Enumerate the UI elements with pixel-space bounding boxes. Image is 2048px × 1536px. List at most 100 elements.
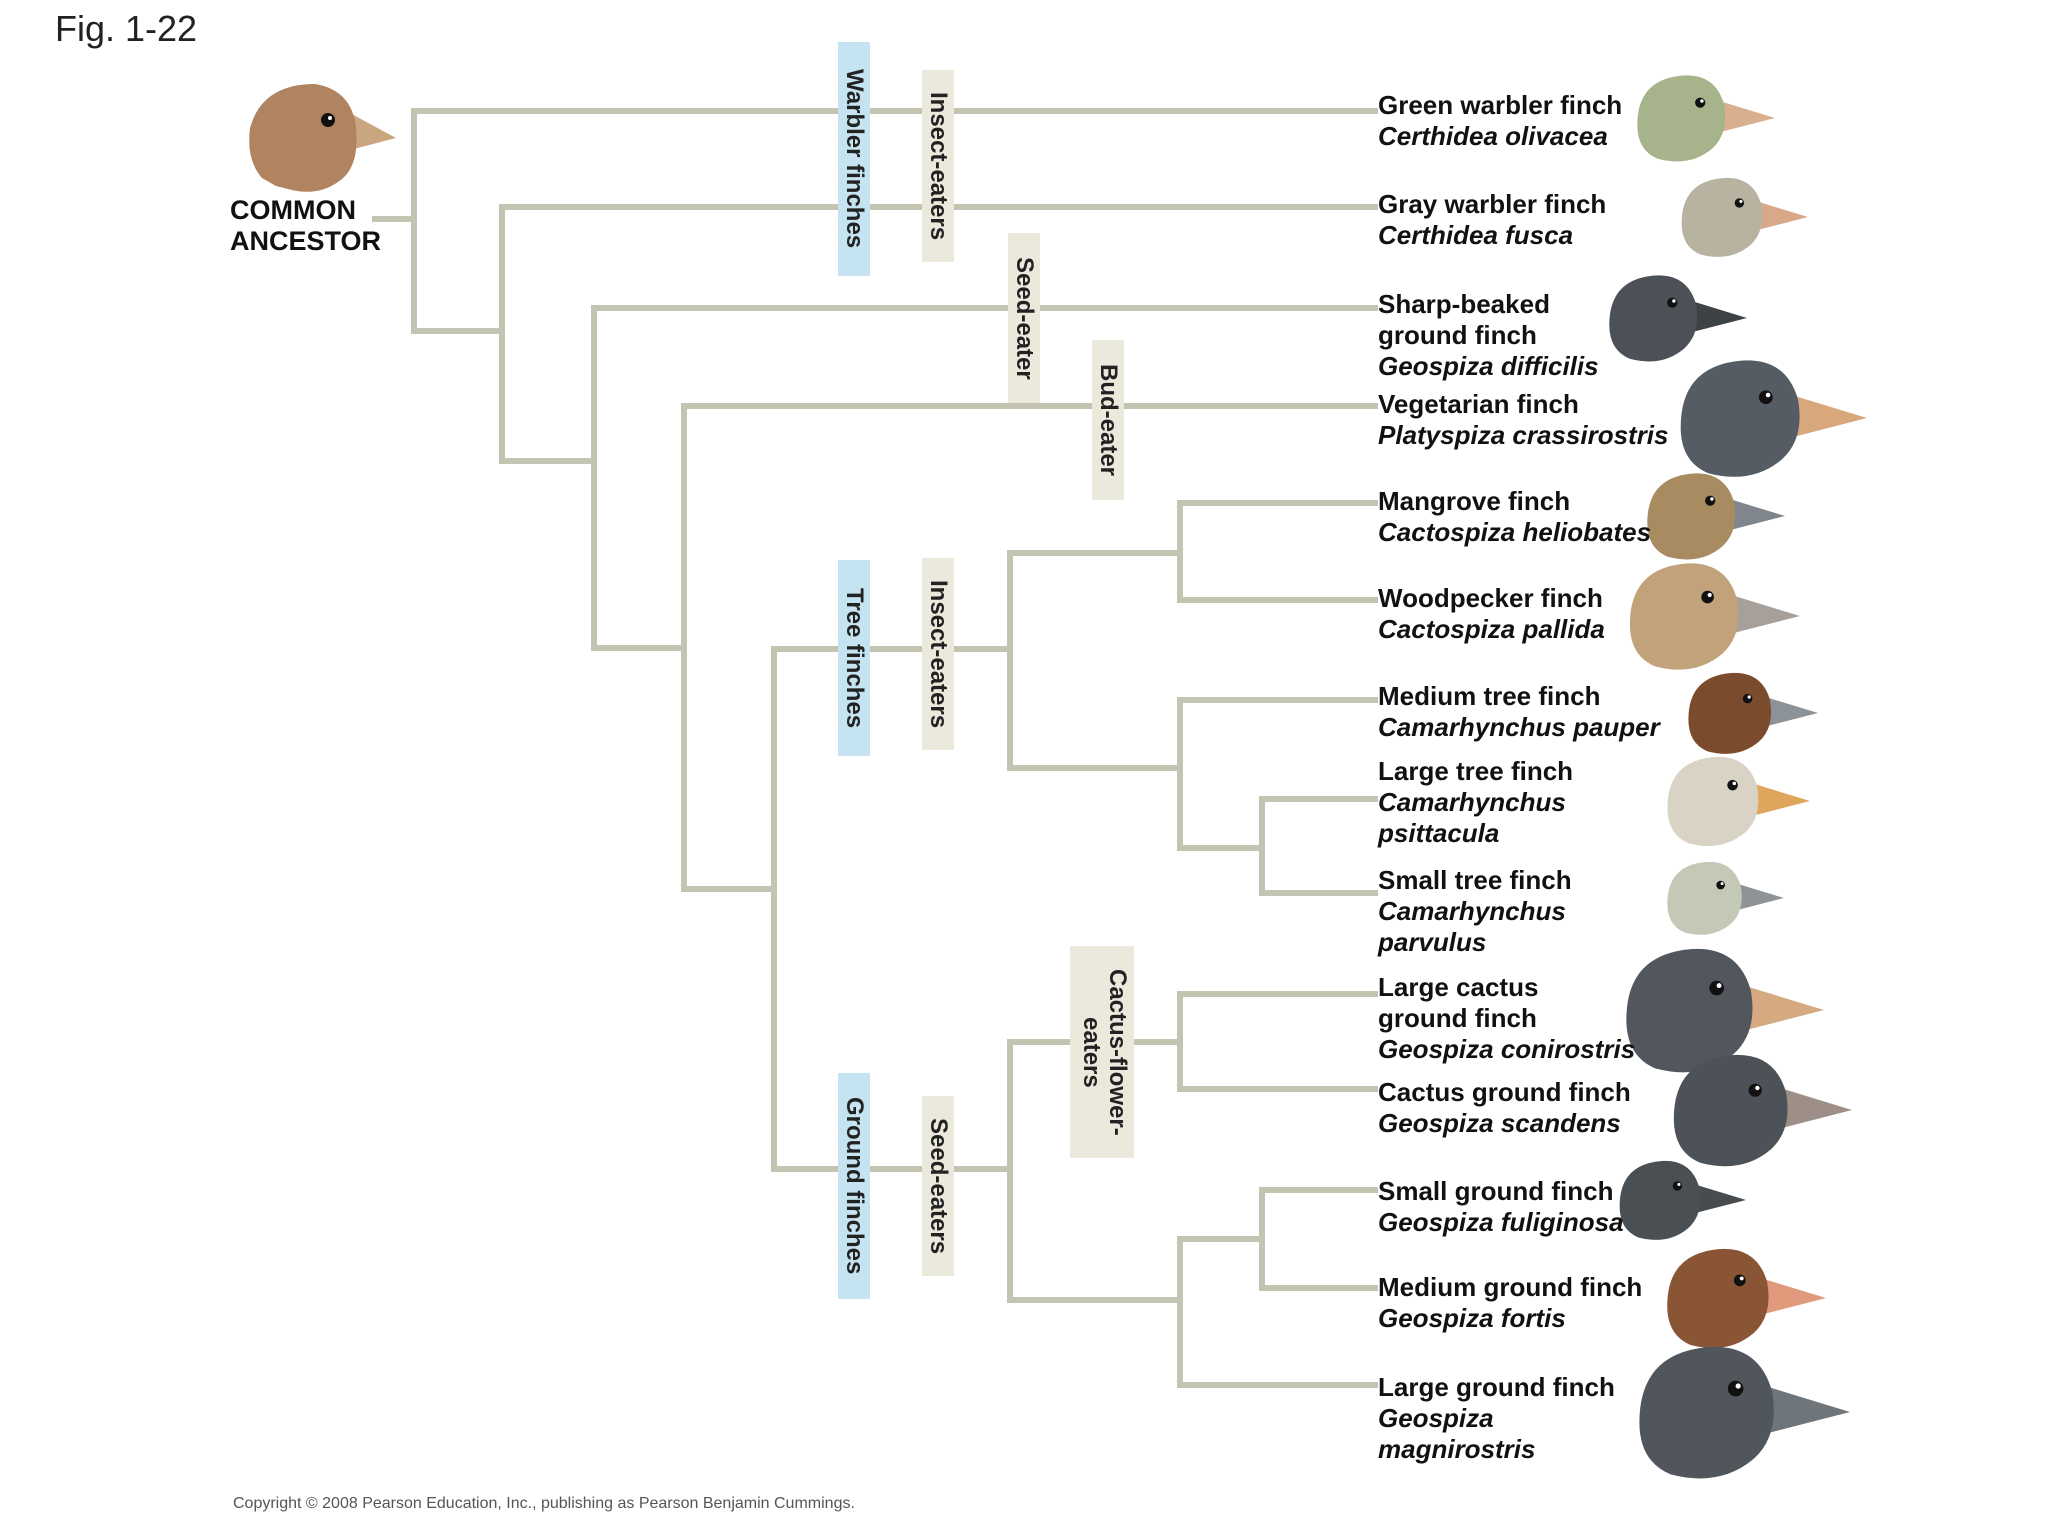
finch-head-icon [1680,360,1867,477]
species-label-green-warbler-finch: Green warbler finch Certhidea olivacea [1378,90,1622,152]
ancestor-head [249,84,357,192]
species-common-name: Large ground finch [1378,1372,1615,1402]
species-label-vegetarian-finch: Vegetarian finch Platyspiza crassirostri… [1378,389,1669,451]
finch-head-icon [1667,861,1784,935]
finch-eye [1716,880,1725,890]
species-common-name: Mangrove finch [1378,486,1571,516]
finch-eye [1727,1380,1744,1397]
finch-head [1688,672,1772,754]
label-insect-eaters-warbler: Insect-eaters [922,70,954,262]
finch-eye-glint [1739,1276,1744,1281]
finch-eye-glint [1765,392,1771,398]
species-common-name: Small ground finch [1378,1176,1614,1206]
finch-eye [1701,590,1714,604]
finch-head [1667,861,1742,935]
finch-head [1681,177,1763,257]
species-label-cactus-ground-finch: Cactus ground finch Geospiza scandens [1378,1077,1631,1139]
finch-beak [1751,199,1808,232]
species-scientific-name: Geospiza fuliginosa [1378,1207,1624,1237]
finch-head [1609,275,1698,362]
label-ground-finches: Ground finches [838,1073,870,1299]
label-seed-eater: Seed-eater [1008,233,1040,403]
species-label-medium-tree-finch: Medium tree finch Camarhynchus pauper [1378,681,1660,743]
finch-eye-glint [1700,99,1704,103]
label-bud-eater: Bud-eater [1092,340,1124,500]
finch-eye [1709,980,1724,996]
finch-beak [1736,983,1824,1032]
copyright-notice: Copyright © 2008 Pearson Education, Inc.… [233,1495,855,1512]
finch-head [1639,1346,1774,1479]
species-common-name: Cactus ground finch [1378,1077,1631,1107]
finch-eye [1672,1181,1683,1191]
finch-eye [1758,390,1773,405]
finch-eye [1733,1274,1746,1287]
finch-beak [1755,1276,1826,1316]
finch-head [1667,1248,1769,1349]
finch-eye-glint [1677,1182,1681,1186]
figure-label: Fig. 1-22 [55,8,198,49]
ancestor-label-line1: COMMON [230,195,356,225]
finch-eye [1667,297,1678,308]
finch-head [1647,473,1736,560]
species-scientific-name: Geospiza difficilis [1378,351,1599,381]
species-common-name: Medium ground finch [1378,1272,1643,1302]
species-common-name: Green warbler finch [1378,90,1623,120]
common-ancestor-head-icon [249,84,396,192]
finch-beak [1784,392,1867,439]
finch-eye [1734,198,1745,208]
finch-head [1667,756,1759,846]
finch-beak [1713,99,1775,134]
species-common-name: Vegetarian finch [1378,389,1579,419]
finch-eye-glint [1720,882,1724,886]
finch-heads [1609,75,1867,1479]
finch-head [1619,1160,1701,1240]
species-scientific-name: Geospiza conirostris [1378,1034,1636,1064]
finch-head-icon [1647,473,1785,560]
finch-head-icon [1681,177,1808,257]
species-label-woodpecker-finch: Woodpecker finch Cactospiza pallida [1378,583,1605,645]
species-common-name: Gray warbler finch [1378,189,1607,219]
finch-eye-glint [1755,1085,1760,1091]
finch-beak [1689,1182,1746,1215]
finch-head [1637,75,1726,162]
species-label-mangrove-finch: Mangrove finch Cactospiza heliobates [1378,486,1651,548]
finch-head-icon [1667,1248,1826,1349]
species-scientific-name: Cactospiza pallida [1378,614,1605,644]
label-seed-eaters-ground: Seed-eaters [922,1096,954,1276]
species-scientific-name: Cactospiza heliobates [1378,517,1652,547]
ancestor-beak [348,112,396,150]
species-label-gray-warbler-finch: Gray warbler finch Certhidea fusca [1378,189,1606,251]
label-insect-eaters-tree: Insect-eaters [922,558,954,750]
finch-eye-glint [1739,199,1743,203]
finch-head [1673,1054,1788,1167]
common-ancestor-label: COMMON ANCESTOR [230,195,381,257]
finch-head-icon [1688,672,1818,754]
species-scientific-name: Geospiza fortis [1378,1303,1566,1333]
ancestor-label-line2: ANCESTOR [230,226,382,256]
finch-eye [1695,97,1706,108]
species-scientific-name: Certhidea fusca [1378,220,1574,250]
finch-eye [1705,495,1716,506]
finch-head-icon [1673,1054,1852,1167]
label-tree-finches: Tree finches [838,560,870,756]
finch-eye [1748,1083,1762,1097]
species-common-name: Large tree finch [1378,756,1574,786]
species-scientific-name: Geospiza scandens [1378,1108,1621,1138]
finch-head-icon [1637,75,1775,162]
label-warbler-finches: Warbler finches [838,42,870,276]
finch-beak [1724,592,1800,635]
finch-eye-glint [1747,695,1751,699]
finch-head [1626,948,1753,1073]
finch-head-icon [1609,275,1747,362]
finch-eye [1742,693,1753,704]
finch-beak [1685,299,1747,334]
finch-head-icon [1667,756,1810,846]
